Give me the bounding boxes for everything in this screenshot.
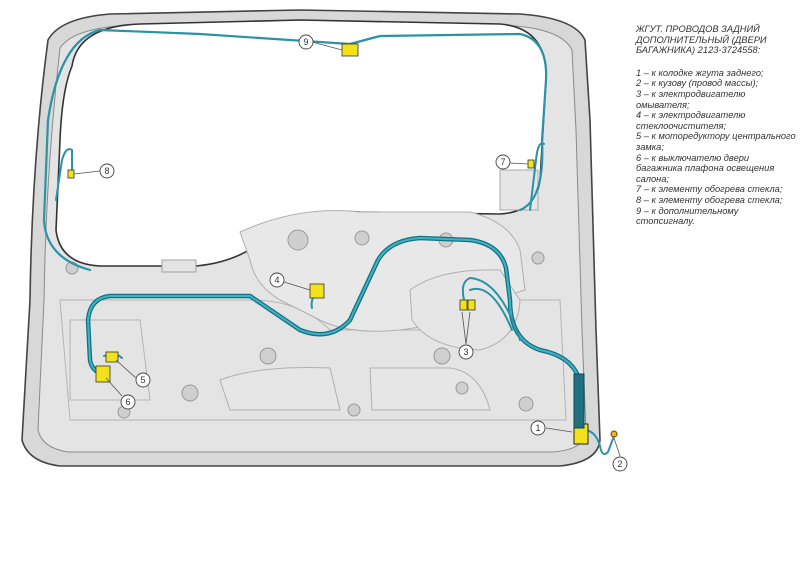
callout-7-label: 7 (500, 157, 505, 167)
callout-2-label: 2 (617, 459, 622, 469)
callout-7: 7 (495, 154, 511, 170)
connector-8 (67, 169, 75, 179)
legend: ЖГУТ. ПРОВОДОВ ЗАДНИЙ ДОПОЛНИТЕЛЬНЫЙ (ДВ… (636, 24, 796, 227)
connector-2-ground-lug (610, 430, 618, 438)
callout-2: 2 (612, 456, 628, 472)
harness-trunk-highlight (87, 237, 581, 431)
callout-6-label: 6 (125, 397, 130, 407)
harness-branch-heater-right (529, 142, 545, 211)
leader-3b (465, 311, 471, 345)
harness-branch-ground (585, 429, 615, 455)
panel-hole (354, 230, 370, 246)
callout-4: 4 (269, 272, 285, 288)
connector-5 (105, 351, 119, 363)
legend-item: 9 – к дополнительному стопсигналу. (636, 205, 739, 227)
callout-5-label: 5 (140, 375, 145, 385)
callout-1-label: 1 (535, 423, 540, 433)
callout-9-label: 9 (303, 37, 308, 47)
legend-item: 1 – к колодке жгута заднего; (636, 67, 764, 78)
leader-2 (613, 437, 621, 457)
connector-7 (527, 159, 535, 169)
harness-branch-heater-left (55, 148, 73, 201)
callout-8-label: 8 (104, 166, 109, 176)
harness-branch-washer (461, 277, 521, 341)
lower-left-panel (69, 319, 151, 401)
panel-hole (518, 396, 534, 412)
harness-window-loop (42, 28, 548, 272)
callout-1: 1 (530, 420, 546, 436)
leader-lines (73, 41, 621, 457)
panel-hole (455, 381, 469, 395)
callout-6: 6 (120, 394, 136, 410)
legend-item: 7 – к элементу обогрева стекла; (636, 184, 783, 195)
connector-3b (467, 299, 476, 311)
connector-1-body (573, 373, 585, 429)
lower-right-panel (369, 367, 491, 411)
panel-hole (287, 229, 309, 251)
panel-hole (433, 347, 451, 365)
leader-7 (509, 162, 529, 165)
leader-5 (115, 359, 137, 379)
callout-3-label: 3 (463, 347, 468, 357)
callout-8: 8 (99, 163, 115, 179)
legend-item: 6 – к выключателю двери багажника плафон… (636, 152, 775, 184)
panel-hole (531, 251, 545, 265)
legend-item: 4 – к электродвигателю стеклоочистителя; (636, 110, 746, 131)
lower-center-panel (219, 367, 341, 411)
leader-8 (73, 170, 101, 175)
wiring-harness (42, 28, 615, 455)
panel-hole (259, 347, 277, 365)
panel-hole (181, 384, 199, 402)
callout-5: 5 (135, 372, 151, 388)
connectors (67, 43, 618, 445)
leader-6 (105, 377, 123, 397)
connector-9 (341, 43, 359, 57)
leader-3a (461, 311, 467, 345)
legend-item: 5 – к моторедуктору центрального замка; (636, 131, 796, 152)
leader-4 (283, 281, 311, 291)
callout-9: 9 (298, 34, 314, 50)
legend-item: 3 – к электродвигателю омывателя; (636, 88, 746, 110)
connector-3a (459, 299, 468, 311)
leader-9 (311, 41, 343, 51)
legend-title: ЖГУТ. ПРОВОДОВ ЗАДНИЙ ДОПОЛНИТЕЛЬНЫЙ (ДВ… (636, 24, 767, 56)
panel-tab (161, 259, 197, 273)
callout-4-label: 4 (274, 275, 279, 285)
legend-item: 8 – к элементу обогрева стекла; (636, 194, 783, 205)
panel-hole (347, 403, 361, 417)
legend-item: 2 – к кузову (провод массы); (636, 78, 759, 89)
connector-4 (309, 283, 325, 299)
leader-1 (545, 427, 573, 433)
callout-3: 3 (458, 344, 474, 360)
